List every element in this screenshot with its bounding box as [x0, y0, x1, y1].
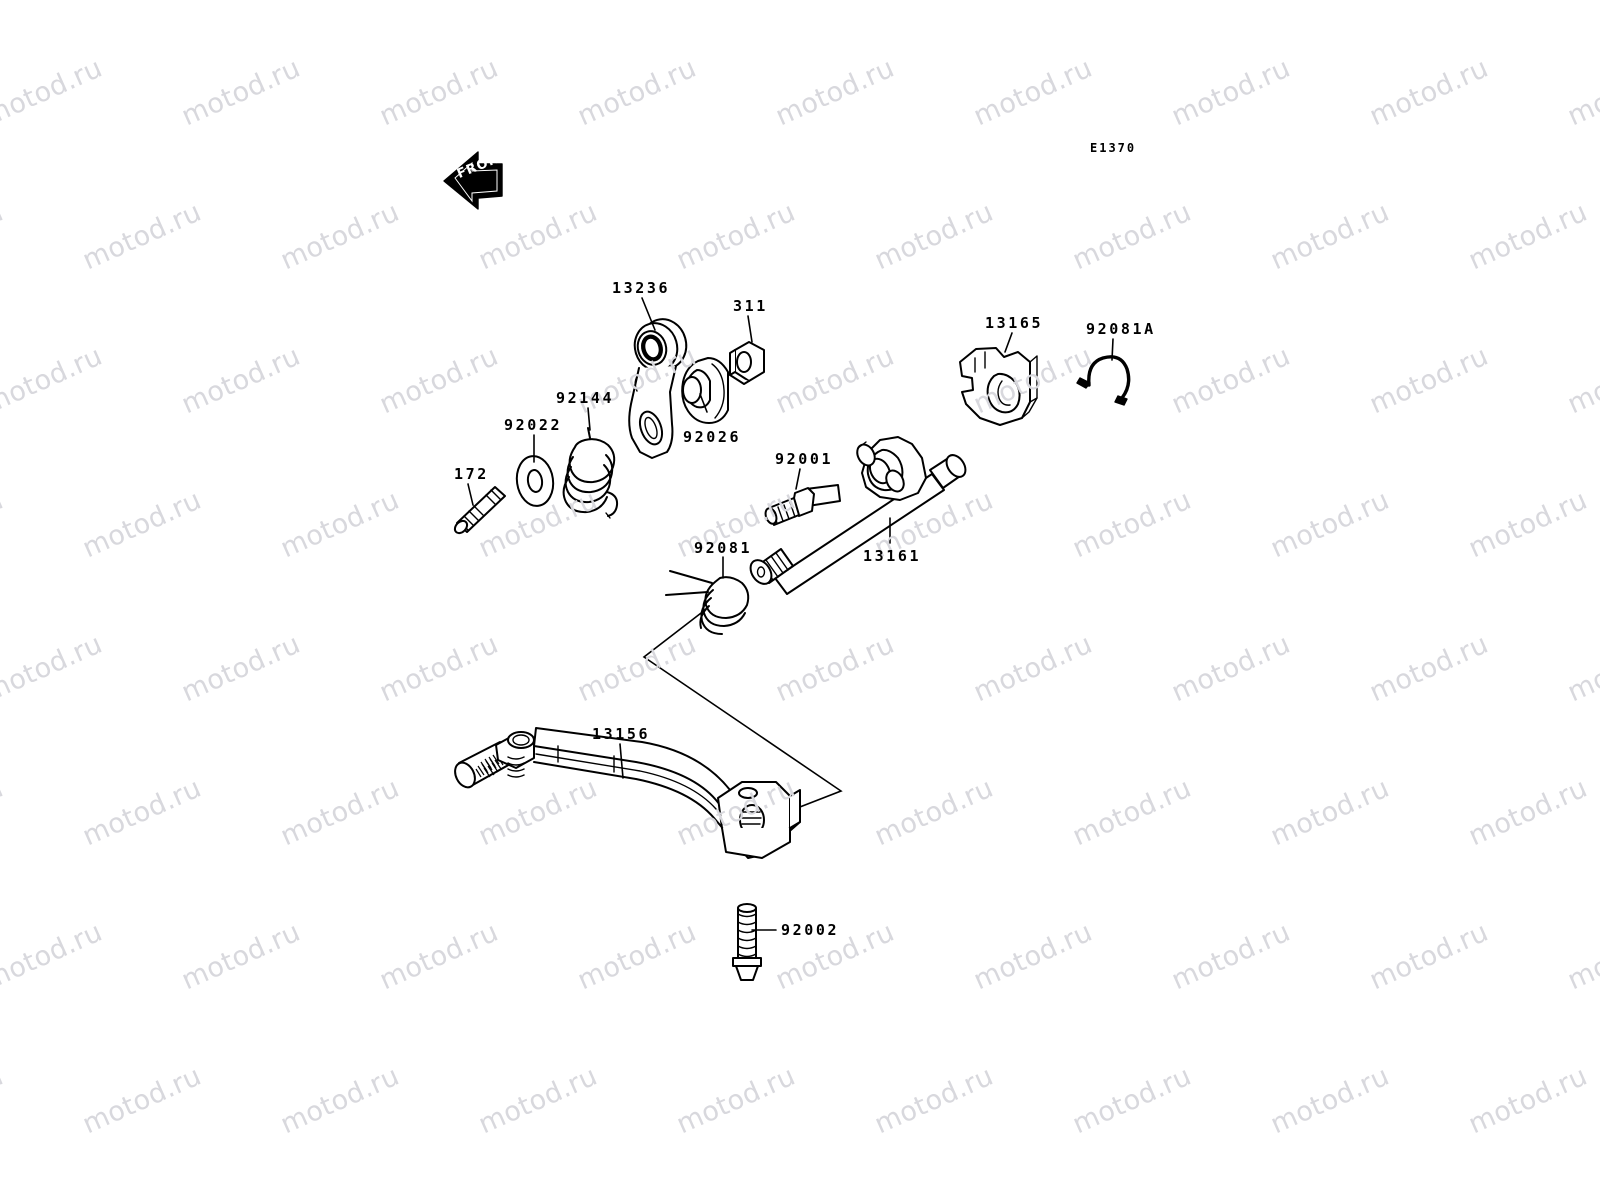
- part-311-hex-nut: [729, 341, 765, 385]
- part-label-13161: 13161: [863, 547, 922, 565]
- diagram-code: E1370: [1090, 141, 1137, 155]
- part-label-311: 311: [733, 297, 768, 315]
- part-label-13236: 13236: [612, 279, 671, 297]
- part-label-92022: 92022: [504, 416, 563, 434]
- leader-line-13236: [641, 297, 656, 331]
- leader-line-92001: [795, 468, 801, 490]
- part-92026-spacer-collar: [681, 357, 729, 424]
- part-92002-pedal-bolt: [732, 903, 762, 981]
- part-92144-coil-spring: [562, 427, 619, 519]
- part-label-92081: 92081: [694, 539, 753, 557]
- leader-line-92026: [699, 393, 708, 413]
- part-13236-shift-rod-arm: [628, 318, 688, 459]
- leader-line-13156: [619, 743, 624, 779]
- part-92081A-hairpin-spring-clip: [1076, 355, 1131, 406]
- front-arrow-icon: [443, 151, 503, 210]
- front-marker-label: FRONT: [455, 147, 512, 182]
- leader-line-13165: [1004, 332, 1013, 353]
- part-13161-gear-change-shaft: [749, 436, 967, 595]
- part-label-92026: 92026: [683, 428, 742, 446]
- part-label-92144: 92144: [556, 389, 615, 407]
- part-label-172: 172: [454, 465, 489, 483]
- assembly-indicator-line: [642, 609, 843, 813]
- part-92081-return-spring: [665, 570, 750, 635]
- part-13165-shift-pawl-plate: [959, 347, 1038, 426]
- leader-lines: [467, 297, 1114, 931]
- part-172-stud-bolt: [453, 486, 506, 535]
- part-label-13156: 13156: [592, 725, 651, 743]
- part-label-92002: 92002: [781, 921, 840, 939]
- part-92022-flat-washer: [515, 455, 555, 507]
- leader-line-92081A: [1111, 338, 1114, 361]
- part-13156-gear-change-pedal: [454, 727, 801, 859]
- part-label-92081A: 92081A: [1086, 320, 1156, 338]
- leader-line-92144: [587, 407, 591, 431]
- part-label-13165: 13165: [985, 314, 1044, 332]
- leader-line-172: [467, 483, 474, 506]
- part-label-92001: 92001: [775, 450, 834, 468]
- part-92001-adjuster-bolt: [764, 484, 841, 526]
- leader-line-311: [747, 315, 753, 343]
